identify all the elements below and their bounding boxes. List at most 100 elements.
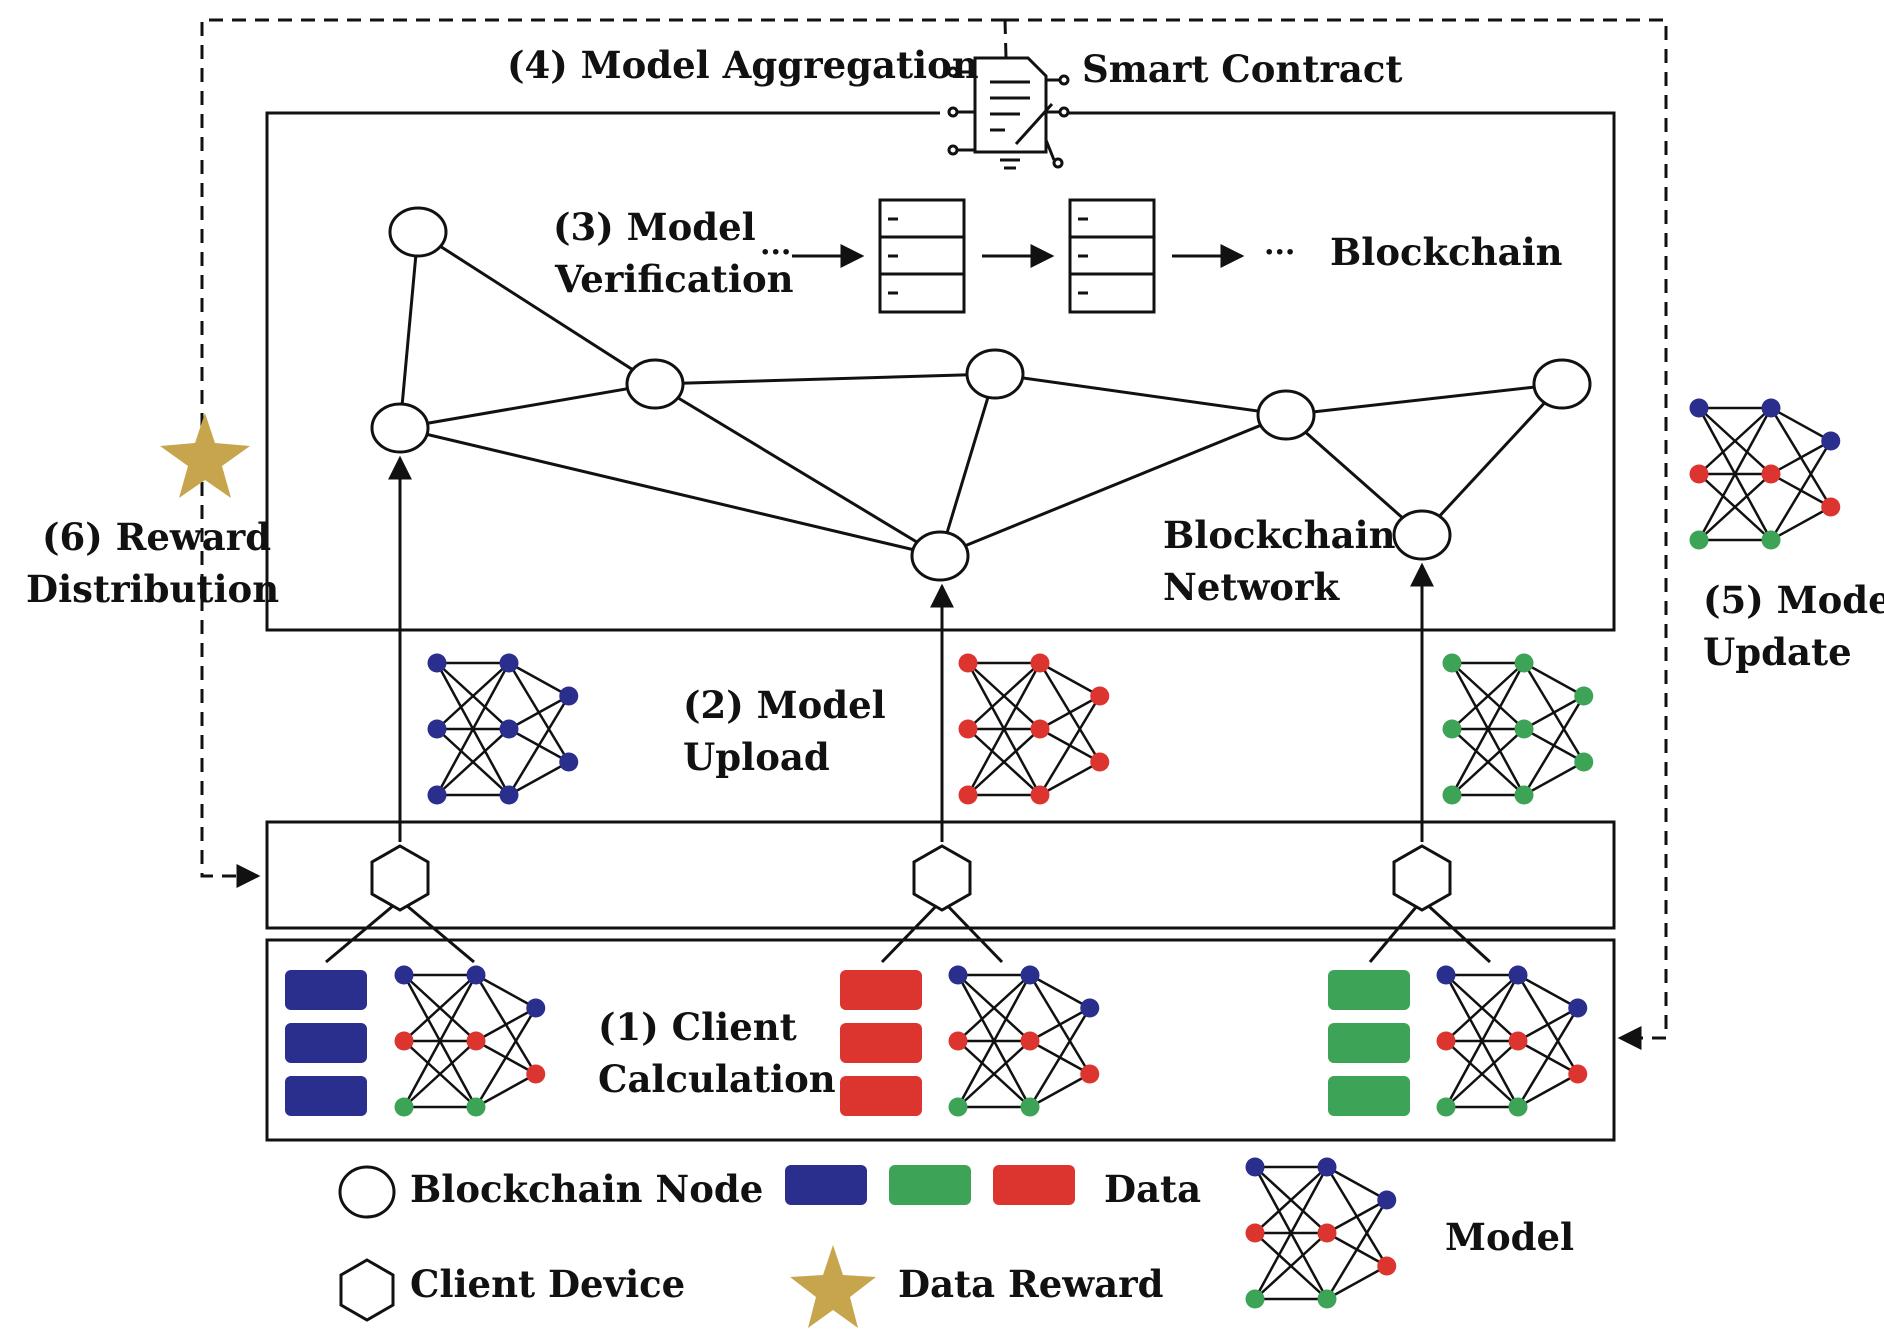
star-icon (160, 413, 250, 498)
model-node (1020, 965, 1040, 985)
model-node (1030, 653, 1050, 673)
model-node (1574, 752, 1594, 772)
model-node (394, 1097, 414, 1117)
model-node (1377, 1190, 1397, 1210)
data-block (1328, 1076, 1410, 1116)
blockchain-node (625, 358, 685, 410)
data-block (285, 970, 367, 1010)
model-icon (958, 653, 1110, 805)
contract-document-icon (947, 56, 1070, 170)
model-node (1821, 497, 1841, 517)
model-icon (394, 965, 546, 1117)
model-node (1568, 1064, 1588, 1084)
model-node (1317, 1289, 1337, 1309)
label-model-aggregation: (4) Model Aggregation (507, 43, 979, 87)
model-node (499, 719, 519, 739)
model-node (526, 998, 546, 1018)
label-model-verification-2: Verification (554, 257, 794, 301)
model-node (1442, 785, 1462, 805)
model-node (1377, 1256, 1397, 1276)
label-reward-distribution-1: (6) Reward (42, 515, 271, 559)
ellipsis: ··· (1264, 235, 1295, 270)
data-block (1328, 970, 1410, 1010)
label-blockchain: Blockchain (1330, 230, 1563, 274)
label-model-upload-2: Upload (683, 735, 830, 779)
model-icon (1442, 653, 1594, 805)
network-edges (398, 230, 1564, 558)
model-icon (427, 653, 579, 805)
model-node (499, 653, 519, 673)
label-model-update-2: Update (1703, 630, 1852, 674)
model-node (1761, 464, 1781, 484)
model-node (1020, 1097, 1040, 1117)
legend-data-reward: Data Reward (898, 1262, 1164, 1306)
block-stack-icon (1068, 198, 1156, 314)
data-block (840, 1076, 922, 1116)
model-node (1442, 653, 1462, 673)
blockchain-nodes (370, 206, 1592, 582)
legend-data-block (889, 1165, 971, 1205)
model-node (1574, 686, 1594, 706)
data-block (840, 1023, 922, 1063)
label-blockchain-network-2: Network (1163, 565, 1340, 609)
model-node (1514, 785, 1534, 805)
model-node (1080, 998, 1100, 1018)
model-node (1436, 1031, 1456, 1051)
model-node (466, 965, 486, 985)
blockchain-node (965, 348, 1025, 400)
model-update-path (1003, 18, 1668, 1038)
legend: Blockchain Node Client Device Data Data … (338, 1165, 1574, 1328)
model-node (394, 965, 414, 985)
model-node (1317, 1223, 1337, 1243)
data-block (285, 1023, 367, 1063)
legend-client-device: Client Device (410, 1262, 685, 1306)
model-node (1436, 1097, 1456, 1117)
model-node (559, 686, 579, 706)
block-stack-icon (878, 198, 966, 314)
client-devices (325, 844, 1492, 964)
model-node (1761, 530, 1781, 550)
model-node (1080, 1064, 1100, 1084)
model-node (1508, 1031, 1528, 1051)
circle-icon (338, 1165, 396, 1219)
block-chain (792, 198, 1245, 314)
label-model-verification-1: (3) Model (553, 205, 756, 249)
hexagon-icon (912, 844, 972, 912)
label-model-update-1: (5) Model (1703, 578, 1884, 622)
model-node (1689, 464, 1709, 484)
model-icon (1436, 965, 1588, 1117)
model-node (526, 1064, 546, 1084)
model-node (1508, 1097, 1528, 1117)
blockchain-node (370, 402, 430, 454)
blockchain-node (1532, 358, 1592, 410)
model-node (1436, 965, 1456, 985)
model-node (958, 719, 978, 739)
model-node (1245, 1223, 1265, 1243)
model-node (1442, 719, 1462, 739)
model-node (1568, 998, 1588, 1018)
data-block (840, 970, 922, 1010)
blockchain-node (1256, 389, 1316, 441)
model-node (394, 1031, 414, 1051)
label-client-calculation-1: (1) Client (598, 1005, 797, 1049)
upload-arrows (388, 455, 1434, 842)
legend-data-block (785, 1165, 867, 1205)
model-icon (1245, 1157, 1397, 1309)
data-block (1328, 1023, 1410, 1063)
model-icon (1689, 398, 1841, 550)
model-icon (948, 965, 1100, 1117)
label-blockchain-network-1: Blockchain (1163, 513, 1396, 557)
model-node (1821, 431, 1841, 451)
legend-blockchain-node: Blockchain Node (410, 1167, 763, 1211)
model-node (1245, 1157, 1265, 1177)
model-node (1689, 530, 1709, 550)
model-node (427, 653, 447, 673)
hexagon-icon (370, 844, 430, 912)
model-node (499, 785, 519, 805)
label-smart-contract: Smart Contract (1082, 47, 1403, 91)
model-node (1030, 719, 1050, 739)
model-node (1090, 686, 1110, 706)
model-node (427, 785, 447, 805)
model-node (1317, 1157, 1337, 1177)
blockchain-node (910, 530, 970, 582)
